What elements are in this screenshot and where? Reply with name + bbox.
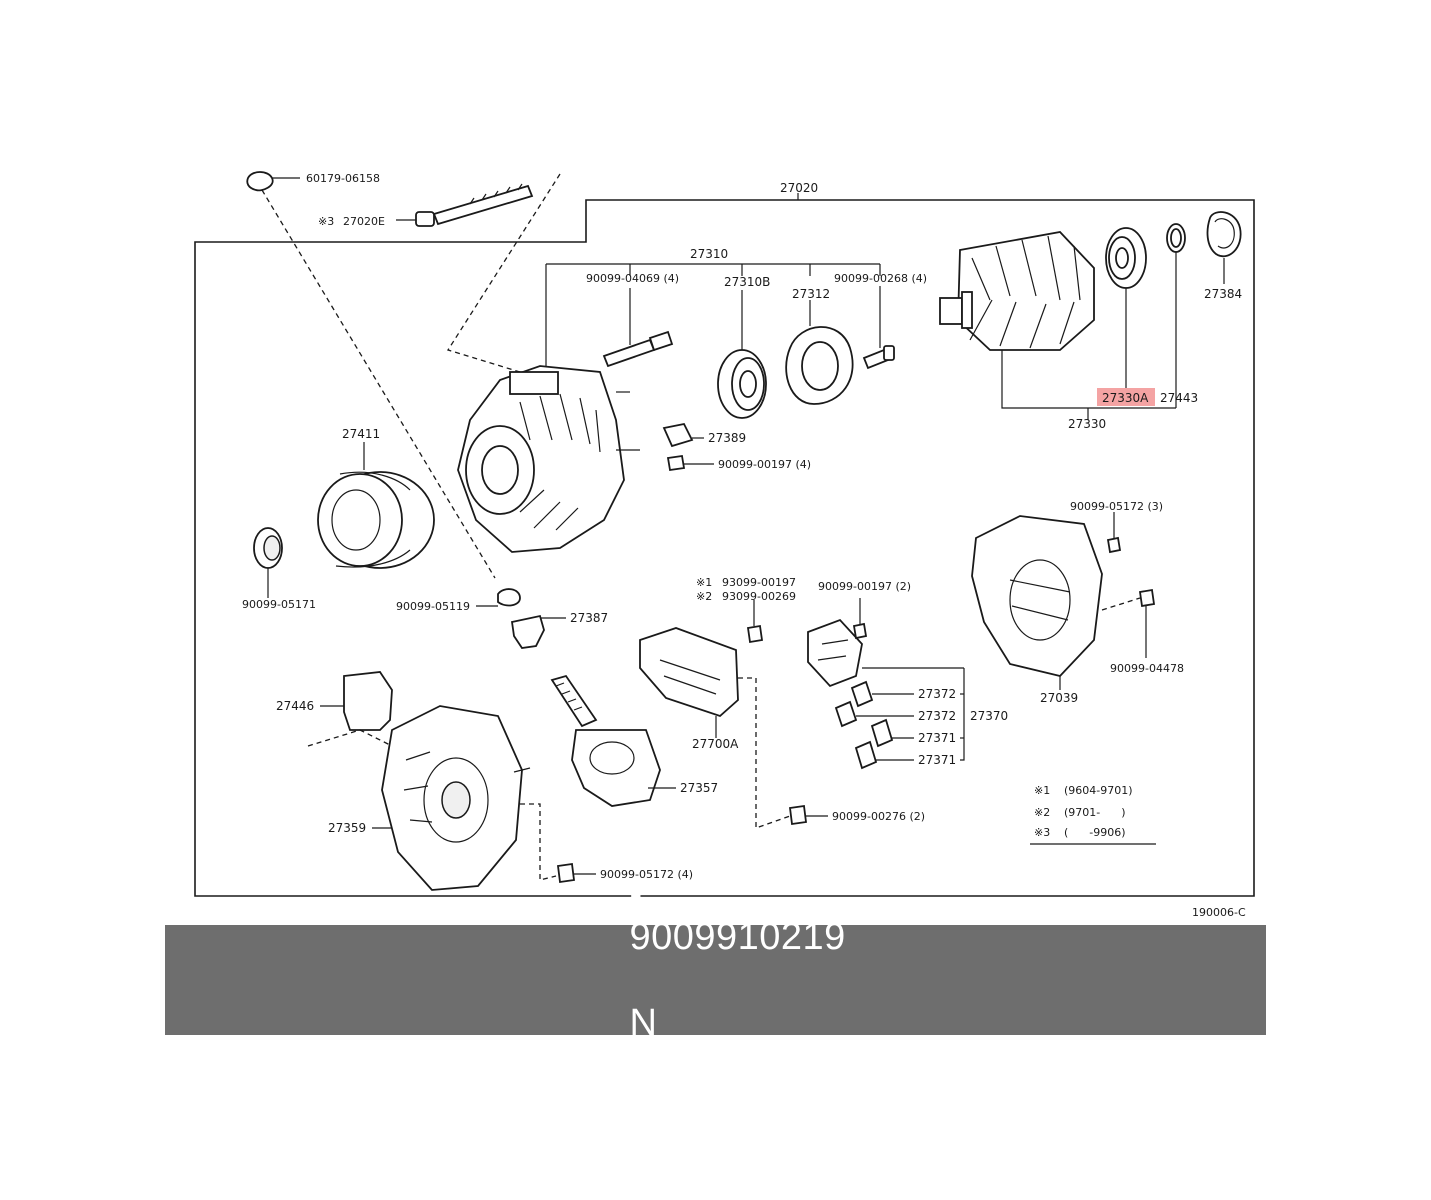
- label-rear-frame-nut: 90099-05172 (4): [600, 868, 693, 881]
- label-rear-cover: 27039: [1040, 691, 1078, 705]
- retainer-plate-part: [785, 300, 854, 405]
- label-stud-top: 90099-04069 (4): [586, 272, 679, 285]
- label-regulator-screw-2: 93099-00269: [722, 590, 796, 603]
- label-regulator: 27700A: [692, 737, 739, 751]
- brush-set-part: [807, 598, 965, 770]
- caption-ref-code: 27330A: [629, 1087, 764, 1130]
- label-insulator: 27389: [708, 431, 746, 445]
- label-rectifier-screw: 90099-00276 (2): [832, 810, 925, 823]
- note-3-text: ( -9906): [1064, 826, 1126, 839]
- label-rear-bolt: 90099-04478: [1110, 662, 1184, 675]
- label-assembly: 27020: [780, 181, 818, 195]
- label-regulator-screw-2-mark: ※2: [696, 590, 712, 603]
- cover-cap-part: [1206, 211, 1242, 284]
- label-terminal: 27387: [570, 611, 608, 625]
- highlight-box: [1097, 388, 1155, 406]
- regulator-part: [639, 600, 764, 738]
- label-brush-screw: 90099-00197 (2): [818, 580, 911, 593]
- rotor-part: [939, 231, 1176, 420]
- through-bolt-part: [246, 171, 534, 227]
- label-bolt-clip: 60179-06158: [306, 172, 380, 185]
- caption-separator: -: [629, 872, 643, 915]
- caption-brand: TOYOTA: [629, 829, 786, 872]
- label-spring-b: 27372: [918, 709, 956, 723]
- label-retainer: 27312: [792, 287, 830, 301]
- label-through-bolt-mark: ※3: [318, 215, 334, 228]
- label-terminal-cover: 27446: [276, 699, 314, 713]
- pulley-part: [317, 442, 435, 569]
- insulator-part: [662, 422, 704, 448]
- front-housing-part: [457, 365, 640, 553]
- label-screw-top: 90099-00268 (4): [834, 272, 927, 285]
- note-3-mark: ※3: [1034, 826, 1050, 839]
- label-brush-b: 27371: [918, 753, 956, 767]
- ring-part: [1166, 223, 1186, 408]
- label-brush-a: 27371: [918, 731, 956, 745]
- rectifier-screw-part: [788, 804, 828, 826]
- label-cover-cap: 27384: [1204, 287, 1242, 301]
- label-regulator-screw-1: 93099-00197: [722, 576, 796, 589]
- front-bearing-part: [717, 290, 767, 419]
- label-brush-group: 27370: [970, 709, 1008, 723]
- label-spring-a: 27372: [918, 687, 956, 701]
- label-pulley: 27411: [342, 427, 380, 441]
- rear-frame-part: [372, 705, 531, 891]
- caption-separator-2: -: [629, 1044, 643, 1087]
- pulley-nut-part: [253, 527, 283, 598]
- label-washer-left: 90099-05119: [396, 600, 470, 613]
- label-screw-insulator: 90099-00197 (4): [718, 458, 811, 471]
- label-through-bolt: 27020E: [343, 215, 385, 228]
- rear-frame-nut-part: [556, 862, 596, 884]
- rear-cover-part: [971, 512, 1156, 690]
- screw-part: [862, 286, 895, 370]
- label-nut-pulley: 90099-05171: [242, 598, 316, 611]
- brush-holder-part: [550, 674, 676, 807]
- label-ring: 27443: [1160, 391, 1198, 405]
- label-figure-code: 190006-C: [1192, 906, 1246, 919]
- note-1-mark: ※1: [1034, 784, 1050, 797]
- small-screw-part: [666, 454, 714, 472]
- label-frame-group: 27310: [690, 247, 728, 261]
- terminal-cover-part: [320, 671, 393, 731]
- rotor-bearing-part: [1105, 227, 1147, 390]
- stud-part: [602, 288, 674, 368]
- label-regulator-screw-1-mark: ※1: [696, 576, 712, 589]
- note-2-mark: ※2: [1034, 806, 1050, 819]
- caption-text: TOYOTA - 9009910219 N - 27330A: [585, 787, 846, 1174]
- assembly-frame: [194, 199, 1255, 897]
- label-rear-frame: 27359: [328, 821, 366, 835]
- label-rectifier: 27357: [680, 781, 718, 795]
- note-2-text: (9701- ): [1064, 806, 1126, 819]
- label-bearing-front: 27310B: [724, 275, 770, 289]
- note-1-text: (9604-9701): [1064, 784, 1133, 797]
- terminal-part: [476, 588, 566, 649]
- label-rear-nut: 90099-05172 (3): [1070, 500, 1163, 513]
- caption-ref-prefix: N: [629, 1001, 658, 1044]
- label-rotor: 27330: [1068, 417, 1106, 431]
- caption-part-number: 9009910219: [629, 915, 846, 958]
- label-rotor-bearing: 27330A: [1102, 391, 1149, 405]
- caption-bar: TOYOTA - 9009910219 N - 27330A: [165, 830, 1266, 1130]
